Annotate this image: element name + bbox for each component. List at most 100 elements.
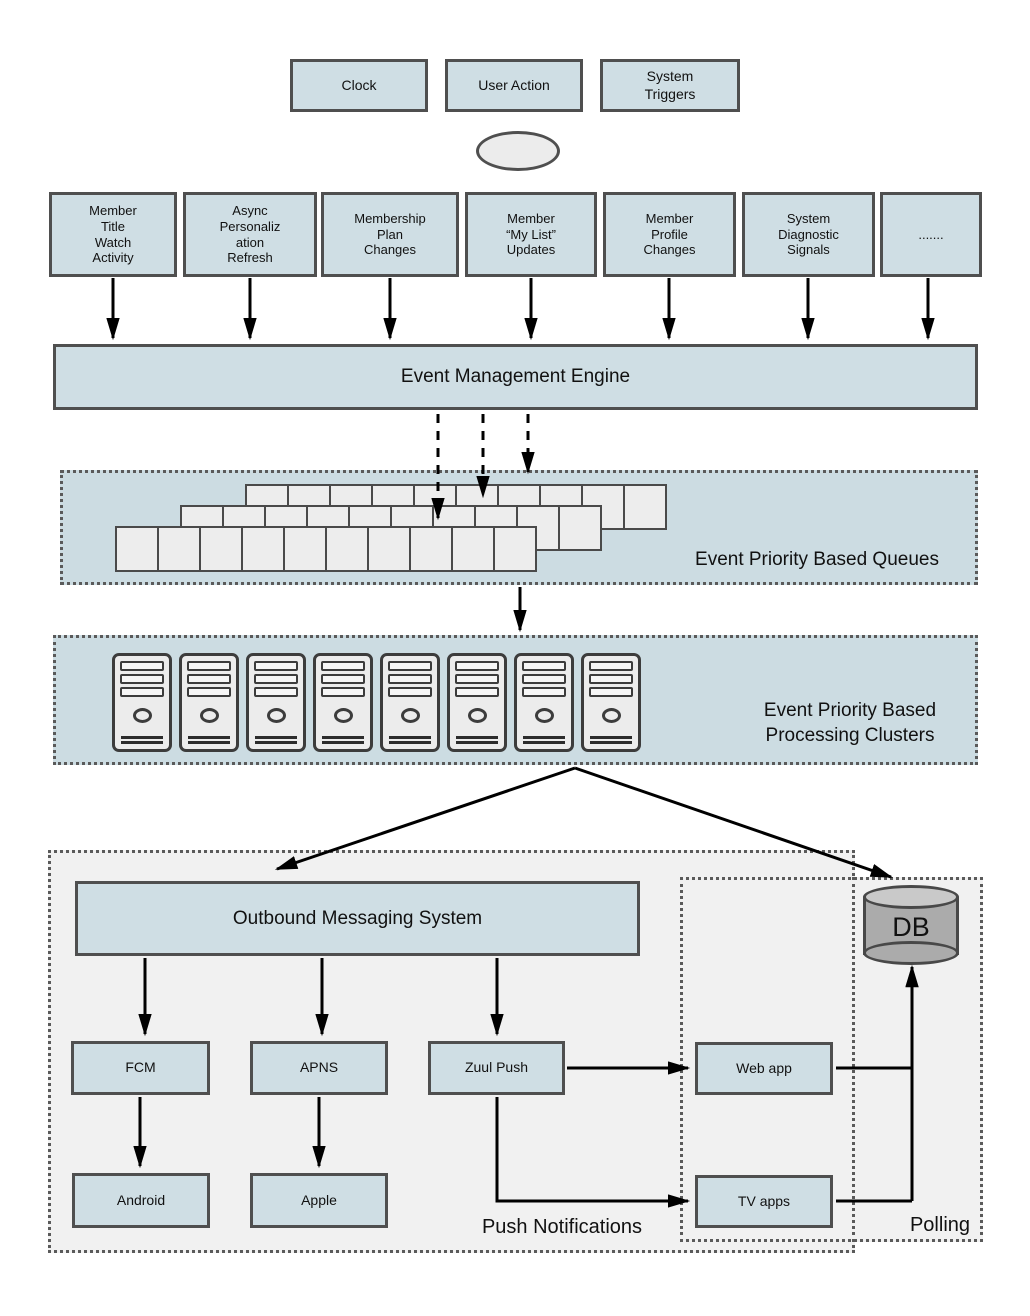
server-slat [254,674,298,684]
server-bars [522,736,566,744]
server-icon [514,653,574,752]
server-icon [179,653,239,752]
queue-cell [493,526,537,572]
queue-cell [367,526,411,572]
server-icon [380,653,440,752]
server-disc [132,708,152,723]
db-label: DB [892,912,930,942]
trigger-box-clock: Clock [290,59,428,112]
polling-label: Polling [909,1214,971,1236]
channel-label: APNS [299,1059,339,1076]
server-bars [187,736,231,744]
queue-cell [199,526,243,572]
event-source-label: Member Profile Changes [643,210,696,258]
server-slat [187,687,231,697]
event-management-engine-box: Event Management Engine [53,344,978,410]
queues-region-label: Event Priority Based Queues [695,549,939,570]
server-slat [388,674,432,684]
server-slat [388,687,432,697]
event-source-box-membership-plan-changes: Membership Plan Changes [321,192,459,277]
server-disc [534,708,554,723]
queue-cell [325,526,369,572]
db-cylinder-bottom [863,941,959,965]
server-icon [313,653,373,752]
push-notifications-label: Push Notifications [481,1216,643,1238]
event-source-label: Member “My List” Updates [506,210,556,258]
server-bars [388,736,432,744]
server-slat [321,687,365,697]
app-label: TV apps [737,1192,791,1209]
server-icon [246,653,306,752]
server-disc [601,708,621,723]
db-cylinder: DB [863,885,959,965]
server-disc [400,708,420,723]
queue-strip [115,526,537,572]
server-slat [254,661,298,671]
queue-cell [157,526,201,572]
channel-box-apns: APNS [250,1041,388,1095]
app-box-tv-apps: TV apps [695,1175,833,1228]
server-slat [455,687,499,697]
device-label: Apple [301,1191,337,1208]
channel-box-fcm: FCM [71,1041,210,1095]
server-slat [522,661,566,671]
server-icon [581,653,641,752]
queue-cell [115,526,159,572]
push-region-right-border [852,877,855,1242]
event-source-label: System Diagnostic Signals [778,210,839,258]
event-source-label: ....... [918,226,944,242]
event-source-box-member-my-list-updates: Member “My List” Updates [465,192,597,277]
channel-box-zuul-push: Zuul Push [428,1041,565,1095]
event-source-box-async-personalization-refresh: Async Personaliz ation Refresh [183,192,317,277]
device-box-apple: Apple [250,1173,388,1228]
server-icon [447,653,507,752]
server-slat [455,661,499,671]
event-source-box-more: ....... [880,192,982,277]
trigger-box-system-triggers: System Triggers [600,59,740,112]
server-disc [333,708,353,723]
clusters-region-label: Event Priority Based Processing Clusters [763,700,937,746]
device-box-android: Android [72,1173,210,1228]
server-slat [522,687,566,697]
trigger-label: User Action [478,76,550,93]
queue-cell [241,526,285,572]
server-slat [187,674,231,684]
app-label: Web app [736,1059,792,1076]
server-slat [321,661,365,671]
outbound-messaging-system-label: Outbound Messaging System [232,907,483,929]
server-bars [321,736,365,744]
event-source-box-member-profile-changes: Member Profile Changes [603,192,736,277]
queue-cell [451,526,495,572]
trigger-box-user-action: User Action [445,59,583,112]
event-source-label: Async Personaliz ation Refresh [219,202,281,266]
server-row [112,653,641,752]
trigger-label: Clock [341,76,377,93]
db-cylinder-top [863,885,959,909]
server-disc [467,708,487,723]
server-icon [112,653,172,752]
event-source-label: Member Title Watch Activity [89,202,137,266]
server-disc [266,708,286,723]
server-slat [254,687,298,697]
outbound-messaging-system-box: Outbound Messaging System [75,881,640,956]
server-slat [187,661,231,671]
server-slat [321,674,365,684]
server-slat [589,674,633,684]
event-source-box-system-diagnostic-signals: System Diagnostic Signals [742,192,875,277]
server-bars [455,736,499,744]
channel-label: Zuul Push [464,1059,529,1076]
server-bars [589,736,633,744]
queue-cell [283,526,327,572]
server-bars [254,736,298,744]
server-slat [388,661,432,671]
server-slat [120,674,164,684]
server-slat [120,661,164,671]
event-management-engine-label: Event Management Engine [400,366,631,388]
trigger-label: System Triggers [644,68,696,102]
server-slat [522,674,566,684]
queue-cell [558,505,602,551]
app-box-web-app: Web app [695,1042,833,1095]
device-label: Android [116,1191,166,1208]
server-disc [199,708,219,723]
